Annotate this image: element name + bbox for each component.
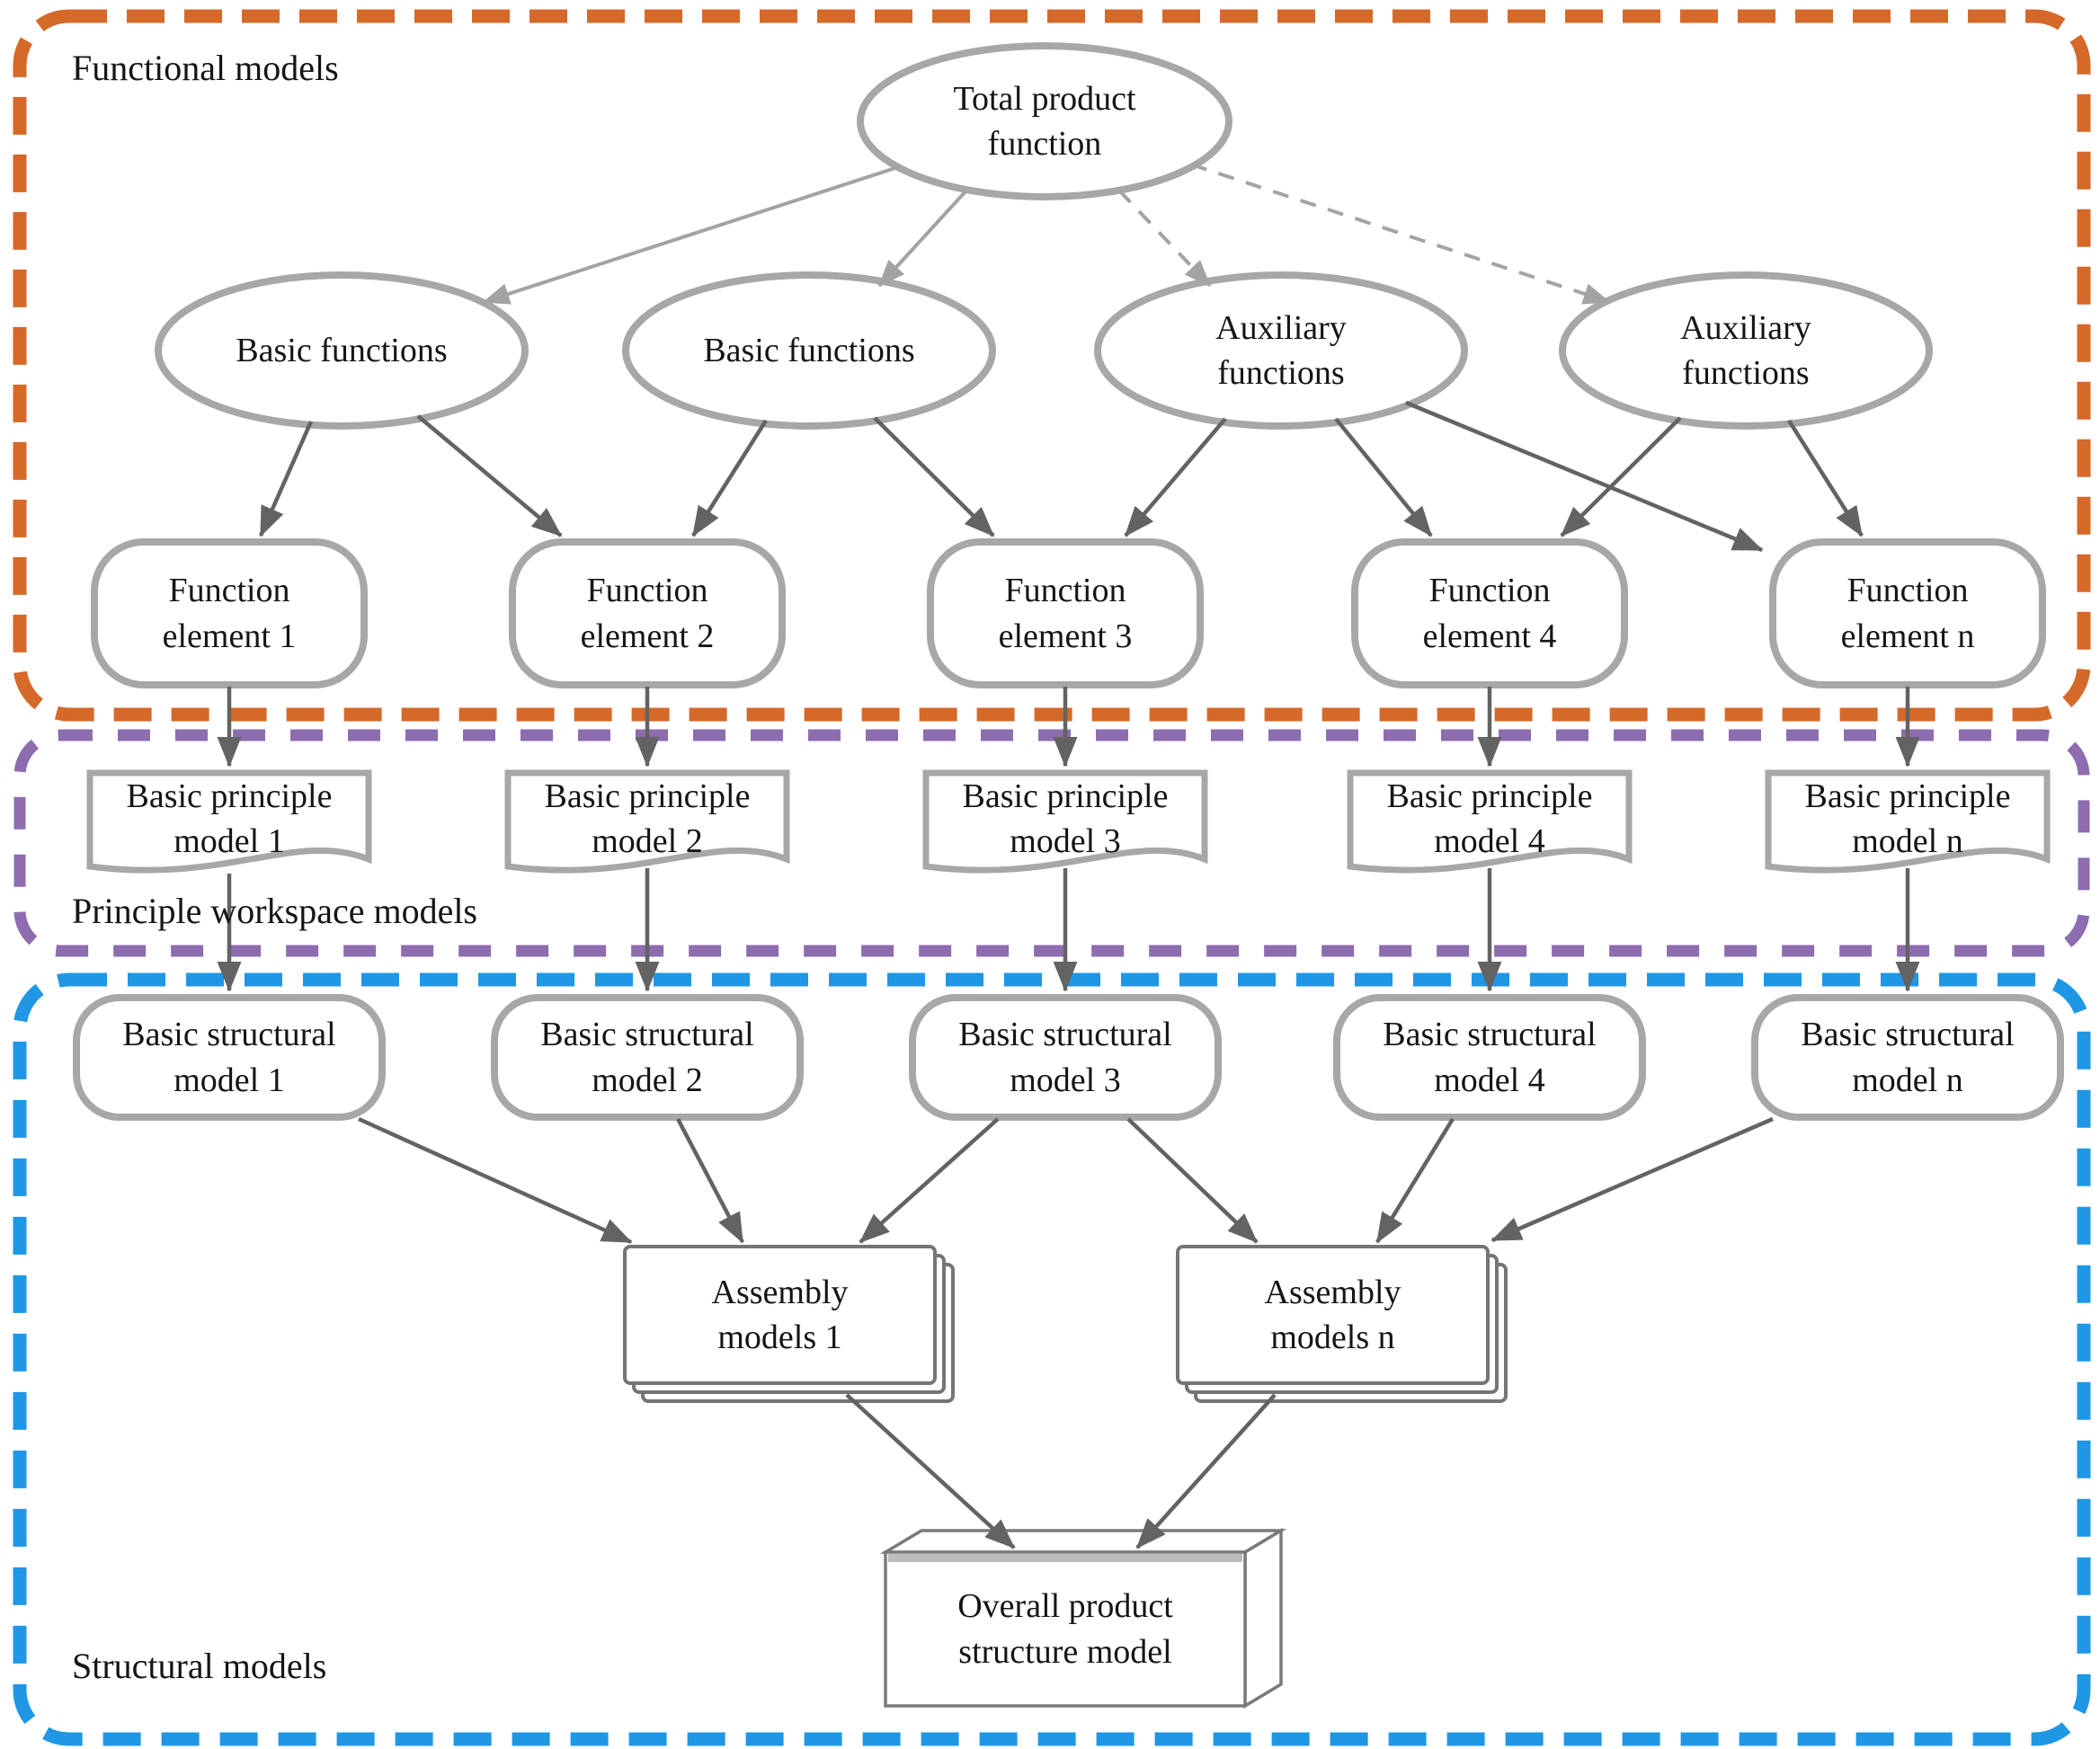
arrow-basic-structural-model-4-to-assembly-models-n [1375, 1117, 1455, 1244]
arrow-assembly-models-n-to-overall-product-structure-model [1135, 1393, 1277, 1549]
total-product-function-node [857, 42, 1232, 200]
arrow-basic-structural-model-3-to-assembly-models-1 [859, 1117, 1000, 1244]
overall-box-top-band [888, 1554, 1242, 1562]
arrow-auxiliary-functions-2-to-function-element-n [1787, 419, 1864, 537]
auxiliary-functions-2-node [1559, 271, 1933, 430]
arrow-basic-functions-2-to-function-element-2 [691, 419, 768, 537]
arrow-total-product-function-to-auxiliary-functions-2 [1190, 163, 1611, 305]
arrow-auxiliary-functions-1-to-function-element-3 [1124, 417, 1227, 537]
basic-principle-model-3-node [922, 769, 1208, 874]
arrow-total-product-function-to-auxiliary-functions-1 [1117, 189, 1212, 288]
arrow-total-product-function-to-basic-functions-2 [877, 189, 968, 288]
basic-functions-2-node [622, 271, 996, 430]
function-element-2-node [509, 538, 786, 688]
arrow-auxiliary-functions-2-to-function-element-4 [1560, 416, 1682, 537]
basic-structural-model-n-node [1751, 994, 2064, 1121]
basic-structural-model-2-node [491, 994, 804, 1121]
overall-box-top-face [879, 1529, 1287, 1554]
arrow-basic-structural-model-1-to-assembly-models-1 [358, 1116, 633, 1245]
overall-box-side-face [1243, 1527, 1283, 1709]
basic-principle-model-n-node [1765, 769, 2051, 874]
assembly-models-1-node [623, 1245, 955, 1403]
arrow-total-product-function-to-basic-functions-1 [482, 164, 902, 305]
arrow-basic-functions-1-to-function-element-2 [416, 414, 563, 537]
arrow-auxiliary-functions-1-to-function-element-4 [1334, 417, 1433, 537]
principle-workspace-models-region-border [13, 729, 2090, 957]
arrow-basic-functions-2-to-function-element-3 [873, 416, 995, 537]
function-element-1-node [91, 538, 368, 688]
arrow-basic-structural-model-3-to-assembly-models-n [1126, 1117, 1259, 1244]
basic-principle-model-4-node [1347, 769, 1633, 874]
basic-principle-model-2-node [504, 769, 790, 874]
arrow-basic-structural-model-2-to-assembly-models-1 [676, 1117, 744, 1244]
overall-box-front-face [884, 1550, 1247, 1708]
basic-structural-model-1-node [73, 994, 386, 1121]
auxiliary-functions-1-node [1094, 271, 1468, 430]
function-element-n-node [1769, 538, 2046, 688]
overall-product-structure-model-node [879, 1527, 1287, 1709]
function-element-3-node [927, 538, 1204, 688]
basic-structural-model-3-node [909, 994, 1222, 1121]
arrow-auxiliary-functions-1-to-function-element-n [1405, 400, 1764, 553]
function-element-4-node [1351, 538, 1628, 688]
assembly-models-1-sheet-front [623, 1245, 937, 1385]
arrow-assembly-models-1-to-overall-product-structure-model [845, 1393, 1016, 1549]
arrow-basic-functions-1-to-function-element-1 [258, 421, 314, 537]
functional-models-region-border [13, 9, 2091, 722]
basic-principle-model-1-node [86, 769, 372, 874]
assembly-models-n-node [1176, 1245, 1508, 1403]
structural-models-region-border [13, 972, 2091, 1746]
arrow-basic-structural-model-n-to-assembly-models-n [1490, 1116, 1774, 1243]
basic-functions-1-node [155, 271, 529, 430]
assembly-models-n-sheet-front [1176, 1245, 1490, 1385]
basic-structural-model-4-node [1333, 994, 1646, 1121]
